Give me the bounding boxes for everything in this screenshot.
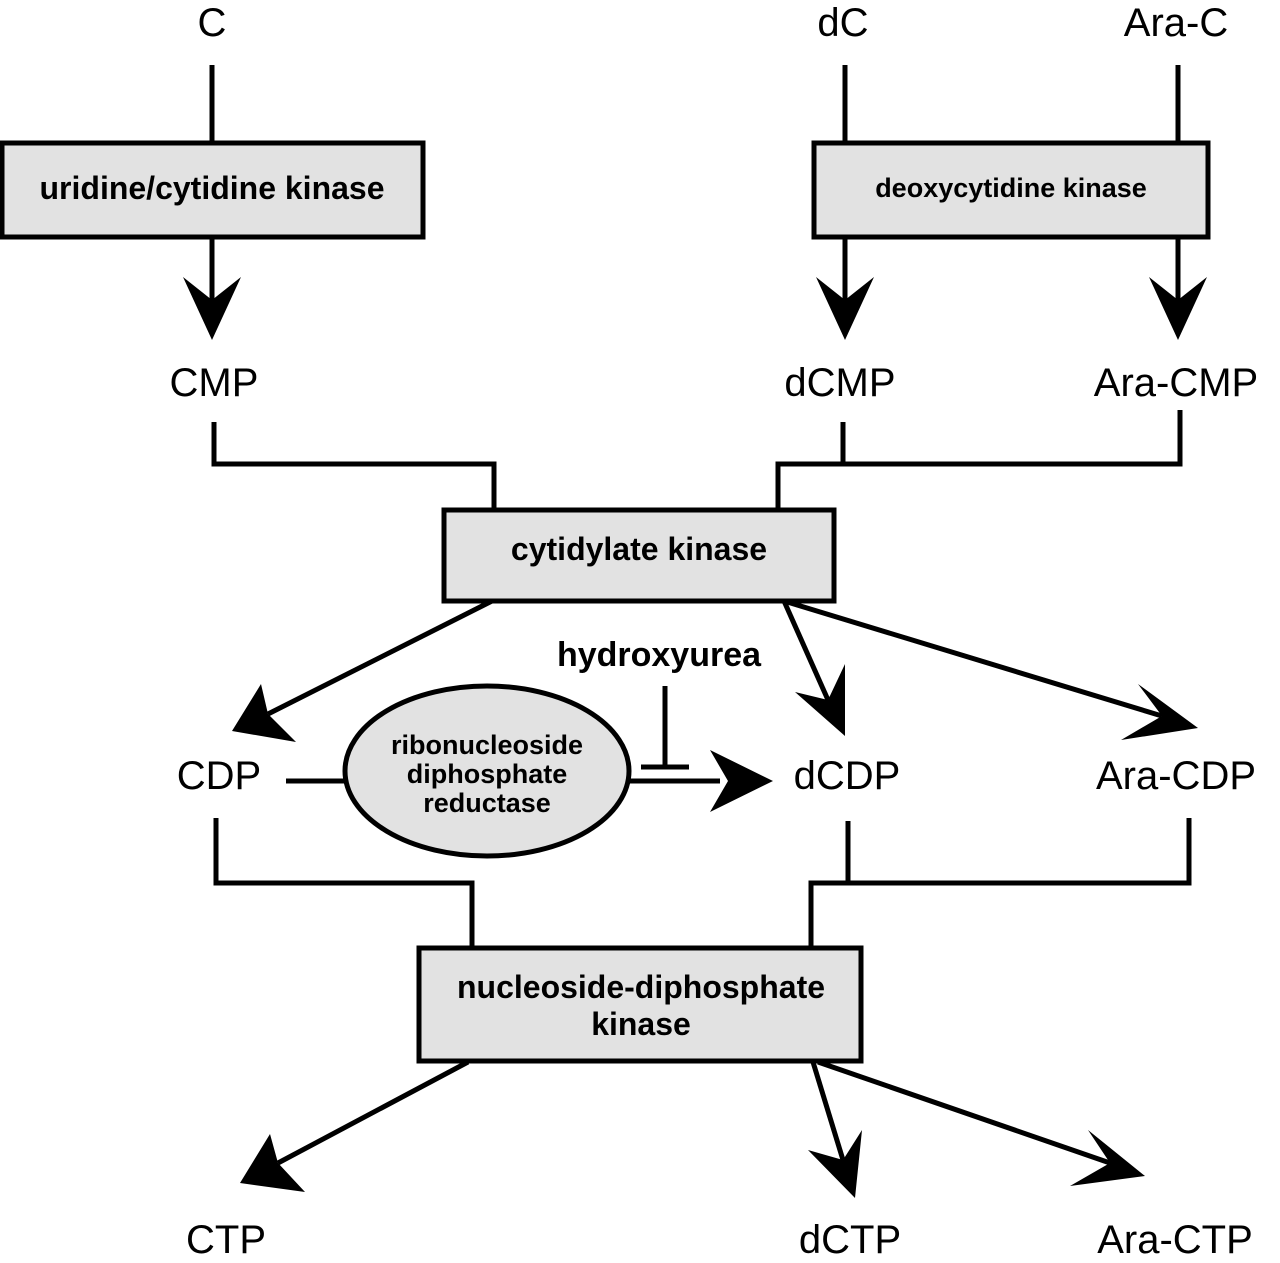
arrow-to-dcmp (816, 237, 874, 340)
metabolite-cdp: CDP (177, 754, 261, 798)
hydroxyurea-label: hydroxyurea (557, 636, 762, 674)
metabolite-c: C (198, 1, 227, 45)
uridine-cytidine-kinase-box: uridine/cytidine kinase (0, 140, 426, 240)
cytidylate-kinase-label: cytidylate kinase (511, 531, 767, 567)
metabolite-dc: dC (817, 1, 868, 45)
rnr-label-line1: ribonucleoside (391, 730, 583, 760)
ndp-kinase-label-line2: kinase (591, 1006, 691, 1042)
rnr-label-line2: diphosphate (407, 759, 568, 789)
metabolite-dcmp: dCMP (784, 361, 895, 405)
uridine-cytidine-kinase-label: uridine/cytidine kinase (40, 170, 385, 206)
cytidylate-kinase-box: cytidylate kinase (441, 507, 837, 604)
arrow-to-cdp (232, 598, 494, 742)
arrow-to-cmp (183, 237, 241, 340)
deoxycytidine-kinase-label: deoxycytidine kinase (875, 173, 1147, 203)
arrow-rnr-to-dcdp (629, 750, 773, 812)
metabolite-dcdp: dCDP (794, 754, 901, 798)
metabolite-ara-cdp: Ara-CDP (1096, 754, 1256, 798)
rnr-label-line3: reductase (423, 788, 551, 818)
metabolite-ara-cmp: Ara-CMP (1094, 361, 1258, 405)
arrow-to-dcdp (781, 599, 845, 736)
connector-cdp-to-ndp-kinase (213, 818, 475, 948)
ndp-kinase-label-line1: nucleoside-diphosphate (457, 969, 825, 1005)
connector-cmp-to-cytidylate-kinase (211, 422, 497, 510)
nucleoside-diphosphate-kinase-box: nucleoside-diphosphate kinase (416, 945, 864, 1064)
arrow-to-ara-cdp (783, 598, 1198, 740)
arrow-to-ctp (240, 1059, 470, 1192)
deoxycytidine-kinase-box: deoxycytidine kinase (811, 140, 1211, 240)
hydroxyurea-inhibition-bar (641, 686, 689, 770)
arrow-to-ara-cmp (1149, 237, 1207, 340)
metabolite-cmp: CMP (170, 361, 259, 405)
ribonucleoside-diphosphate-reductase-ellipse: ribonucleoside diphosphate reductase (342, 683, 632, 859)
arrow-to-dctp (808, 1061, 862, 1198)
connector-ara-cdp-to-ndp-kinase (808, 818, 1192, 948)
connector-ara-cmp-to-cytidylate-kinase (775, 410, 1183, 510)
metabolite-ctp: CTP (186, 1218, 266, 1262)
arrow-to-ara-ctp (817, 1059, 1145, 1186)
metabolite-ara-ctp: Ara-CTP (1097, 1218, 1253, 1262)
metabolite-dctp: dCTP (799, 1218, 901, 1262)
metabolite-ara-c: Ara-C (1124, 1, 1228, 45)
